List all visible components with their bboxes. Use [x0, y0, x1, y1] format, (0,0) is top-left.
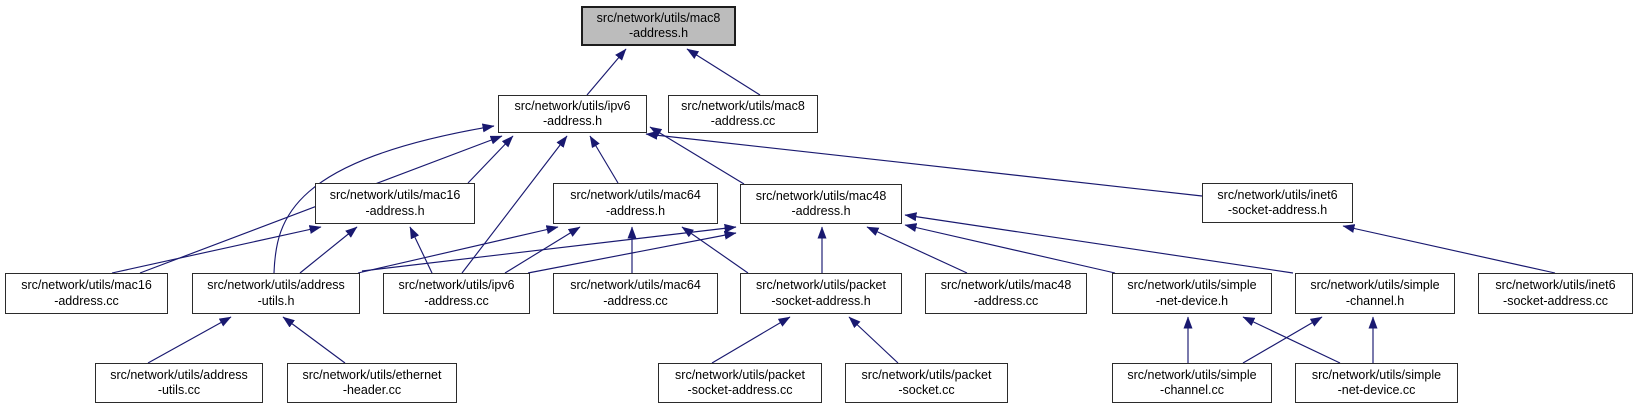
node-label-line2: -address.h — [365, 203, 425, 218]
graph-node-mac16-address-cc[interactable]: src/network/utils/mac16-address.cc — [5, 273, 168, 314]
node-label-line1: src/network/utils/simple — [1310, 278, 1440, 292]
node-label-line2: -socket-address.cc — [1503, 293, 1608, 308]
edge-ipv6-address-cc--ipv6-address-h — [461, 135, 568, 274]
edge-inet6-socket-address-h--ipv6-address-h — [645, 130, 1203, 197]
edge-ipv6-address-cc--mac16-address-h — [409, 226, 433, 274]
node-label-line2: -socket.cc — [898, 383, 955, 397]
edge-mac16-address-cc--mac16-address-h — [111, 225, 322, 274]
node-label-line2: -utils.cc — [157, 383, 201, 397]
edge-mac16-address-h--ipv6-address-h — [467, 135, 514, 184]
node-label-line2: -net-device.cc — [1337, 383, 1416, 397]
graph-node-packet-socket-cc[interactable]: src/network/utils/packet-socket.cc — [845, 363, 1008, 403]
node-label-line1: src/network/utils/packet — [756, 278, 886, 292]
graph-node-packet-socket-address-cc[interactable]: src/network/utils/packet-socket-address.… — [658, 363, 822, 403]
node-label-line2: -address.h — [791, 204, 851, 218]
node-label-line1: src/network/utils/mac16 — [329, 188, 461, 202]
node-label-line1: src/network/utils/ipv6 — [514, 98, 631, 113]
node-label-line2: -address.h — [542, 114, 603, 128]
graph-node-simple-channel-cc[interactable]: src/network/utils/simple-channel.cc — [1112, 363, 1272, 403]
edge-packet-socket-address-cc--packet-socket-address-h — [711, 316, 791, 364]
node-label-line1: src/network/utils/packet — [861, 367, 992, 382]
graph-node-simple-net-device-cc[interactable]: src/network/utils/simple-net-device.cc — [1295, 363, 1458, 403]
edge-address-utils-h--mac48-address-h — [361, 223, 737, 272]
graph-node-mac64-address-cc[interactable]: src/network/utils/mac64-address.cc — [553, 273, 718, 314]
graph-node-inet6-socket-address-cc[interactable]: src/network/utils/inet6-socket-address.c… — [1478, 273, 1633, 314]
edge-mac8-address-cc--mac8-address-h — [686, 48, 761, 96]
node-label-line2: -socket-address.h — [771, 293, 871, 308]
edge-mac64-address-h--ipv6-address-h — [589, 135, 619, 184]
node-label-line2: -utils.h — [257, 293, 295, 308]
node-label-line2: -address.h — [628, 26, 689, 40]
node-label-line2: -address.cc — [424, 293, 489, 308]
node-label-line1: src/network/utils/mac8 — [681, 98, 805, 113]
graph-node-mac8-address-h: src/network/utils/mac8-address.h — [581, 6, 736, 46]
node-label-line2: -address.cc — [603, 293, 668, 308]
edge-address-utils-h--mac16-address-h — [299, 226, 358, 274]
graph-node-mac48-address-h[interactable]: src/network/utils/mac48-address.h — [740, 184, 902, 224]
graph-node-simple-channel-h[interactable]: src/network/utils/simple-channel.h — [1295, 273, 1455, 314]
node-label-line1: src/network/utils/inet6 — [1495, 278, 1616, 292]
edge-address-utils-cc--address-utils-h — [147, 316, 232, 364]
node-label-line1: src/network/utils/mac16 — [21, 278, 152, 292]
node-label-line1: src/network/utils/ipv6 — [398, 278, 515, 292]
node-label-line1: src/network/utils/ethernet — [302, 367, 442, 382]
graph-node-mac64-address-h[interactable]: src/network/utils/mac64-address.h — [553, 183, 718, 224]
node-label-line1: src/network/utils/mac48 — [755, 188, 887, 203]
edge-simple-channel-h--mac48-address-h — [904, 212, 1294, 274]
edge-address-utils-h--mac64-address-h — [357, 225, 559, 274]
node-label-line1: src/network/utils/address — [207, 278, 345, 292]
edge-ipv6-address-h--mac8-address-h — [586, 48, 627, 96]
graph-node-ethernet-header-cc[interactable]: src/network/utils/ethernet-header.cc — [287, 363, 457, 403]
node-label-line1: src/network/utils/address — [110, 367, 248, 382]
node-label-line1: src/network/utils/mac8 — [596, 10, 721, 25]
graph-node-address-utils-cc[interactable]: src/network/utils/address-utils.cc — [95, 363, 263, 403]
node-label-line2: -channel.h — [1345, 293, 1405, 308]
graph-node-ipv6-address-h[interactable]: src/network/utils/ipv6-address.h — [498, 95, 647, 133]
graph-node-mac16-address-h[interactable]: src/network/utils/mac16-address.h — [315, 183, 475, 224]
node-label-line1: src/network/utils/inet6 — [1217, 187, 1338, 202]
node-label-line2: -header.cc — [342, 383, 402, 397]
graph-node-ipv6-address-cc[interactable]: src/network/utils/ipv6-address.cc — [383, 273, 530, 314]
edge-packet-socket-cc--packet-socket-address-h — [848, 316, 899, 364]
graph-node-address-utils-h[interactable]: src/network/utils/address-utils.h — [192, 273, 360, 314]
node-label-line1: src/network/utils/simple — [1311, 367, 1442, 382]
node-label-line2: -net-device.h — [1155, 293, 1229, 308]
node-label-line1: src/network/utils/mac64 — [570, 278, 701, 292]
node-label-line1: src/network/utils/packet — [675, 367, 805, 382]
graph-node-mac48-address-cc[interactable]: src/network/utils/mac48-address.cc — [925, 273, 1087, 314]
node-label-line2: -address.cc — [54, 293, 119, 308]
edge-mac48-address-cc--mac48-address-h — [866, 226, 968, 274]
edge-ethernet-header-cc--address-utils-h — [282, 316, 346, 364]
node-label-line2: -address.h — [605, 203, 666, 218]
edge-simple-channel-cc--simple-channel-h — [1242, 316, 1323, 364]
graph-node-packet-socket-address-h[interactable]: src/network/utils/packet-socket-address.… — [740, 273, 902, 314]
node-label-line2: -channel.cc — [1160, 383, 1224, 397]
node-label-line2: -socket-address.cc — [687, 383, 793, 397]
node-label-line1: src/network/utils/mac64 — [570, 188, 701, 202]
edge-packet-socket-address-h--mac64-address-h — [681, 226, 749, 274]
edge-address-utils-h--ipv6-address-h — [273, 123, 495, 274]
graph-node-inet6-socket-address-h[interactable]: src/network/utils/inet6-socket-address.h — [1202, 183, 1353, 223]
node-label-line1: src/network/utils/simple — [1127, 278, 1257, 292]
graph-node-mac8-address-cc[interactable]: src/network/utils/mac8-address.cc — [668, 95, 818, 133]
edge-simple-net-device-cc--simple-net-device-h — [1242, 316, 1341, 364]
node-label-line2: -socket-address.h — [1227, 203, 1328, 217]
edge-inet6-socket-address-cc--inet6-socket-address-h — [1342, 224, 1556, 274]
edge-simple-net-device-h--mac48-address-h — [904, 223, 1116, 274]
node-label-line2: -address.cc — [973, 293, 1039, 308]
edge-group — [111, 48, 1556, 364]
node-label-line1: src/network/utils/mac48 — [940, 278, 1072, 292]
graph-node-simple-net-device-h[interactable]: src/network/utils/simple-net-device.h — [1112, 273, 1272, 314]
edge-ipv6-address-cc--mac48-address-h — [527, 230, 737, 274]
node-label-line1: src/network/utils/simple — [1127, 367, 1257, 382]
node-label-line2: -address.cc — [710, 114, 776, 128]
